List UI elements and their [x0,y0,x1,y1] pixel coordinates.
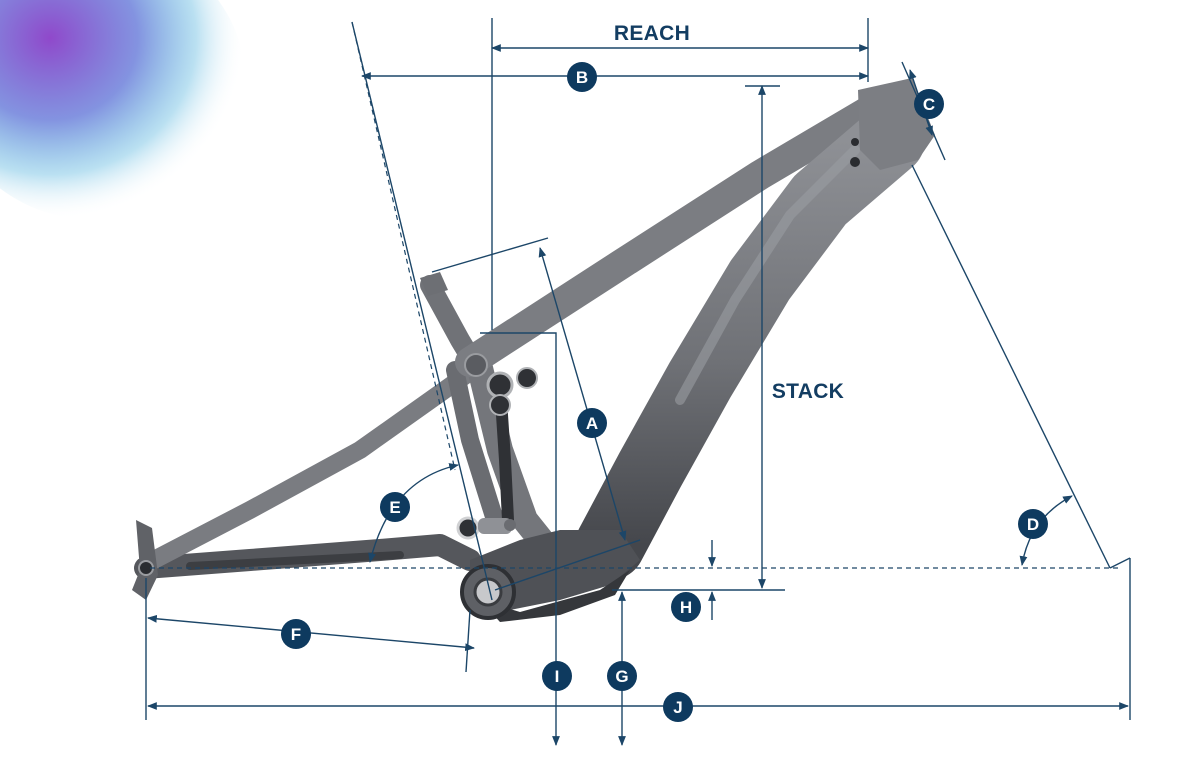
badge-e: E [380,492,410,522]
badge-f: F [281,619,311,649]
chainstay-detail [186,551,404,570]
badge-g-text: G [615,667,628,686]
chainstay-length-dimension [147,614,475,652]
seat-tube-axis-line [351,21,493,601]
badge-e-text: E [389,498,400,517]
badge-i: I [542,661,572,691]
standover-dimension [480,332,560,746]
dimension-lines [145,18,1131,746]
rear-dropout [132,520,158,600]
badge-h: H [671,592,701,622]
motor-housing-skid [480,570,630,622]
badge-a: A [577,408,607,438]
seat-tube-length-top-extension [431,237,549,273]
seat-post-collar [420,272,448,296]
badge-i-text: I [555,667,560,686]
corner-gradient-decoration [0,0,245,220]
shock-eyelet [516,367,538,389]
stack-label: STACK [772,380,844,403]
reach-label: REACH [614,22,690,45]
front-axle-corner [1109,557,1131,569]
shock-bolt [489,394,511,416]
badge-c-text: C [923,95,935,114]
main-pivot [464,353,488,377]
badge-j-text: J [673,698,682,717]
badge-d-text: D [1027,515,1039,534]
seat-tube-length-bottom-extension [494,539,641,591]
lower-link [478,518,512,534]
chainstay-end-tick [465,609,471,673]
bottom-bracket-center [473,577,503,607]
rocker-lower [446,361,504,529]
lower-link-bolt [504,519,516,531]
head-tube-port [851,138,859,146]
badge-d: D [1018,509,1048,539]
down-tube [575,105,925,580]
badge-c: C [914,89,944,119]
bike-frame [132,78,935,622]
badge-f-text: F [291,625,301,644]
seat-stay [141,363,479,571]
seat-angle-dashed-line [351,21,456,471]
head-tube-port-2 [850,157,860,167]
shock-top-mount [486,371,514,399]
badge-b: B [567,62,597,92]
badge-g: G [607,661,637,691]
badge-b-text: B [576,68,588,87]
seat-tube-length-dimension [538,247,627,541]
head-angle-axis-line [911,164,1111,569]
badge-h-text: H [680,598,692,617]
badge-j: J [663,692,693,722]
badge-a-text: A [586,414,598,433]
